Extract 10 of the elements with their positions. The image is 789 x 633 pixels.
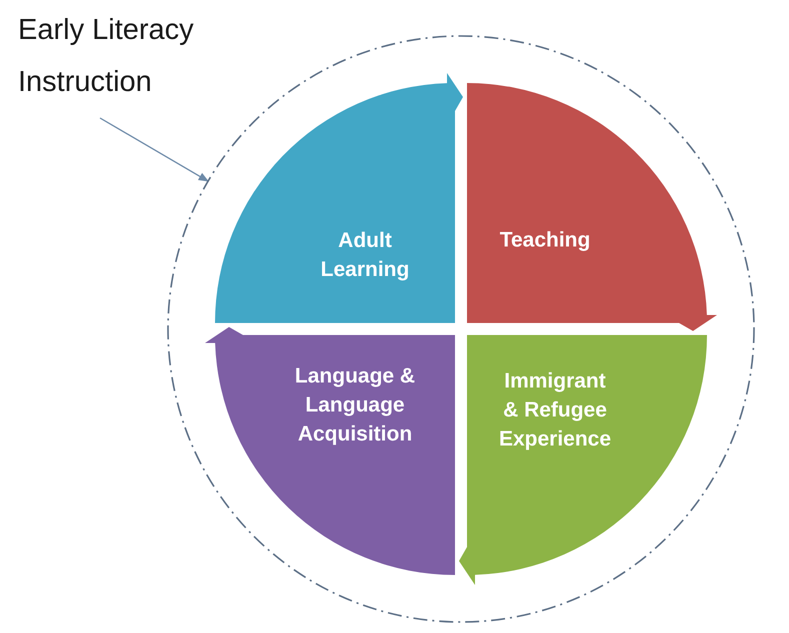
segment-label: Adult Learning — [320, 228, 410, 283]
quadrant-arrow-segment — [215, 73, 463, 323]
quadrant-arrow-segment — [205, 327, 455, 575]
leader-arrow — [100, 117, 209, 182]
segment-label: Language & Language Acquisition — [294, 364, 416, 448]
segment-label: Immigrant & Refugee Experience — [498, 368, 612, 452]
quadrant-arrow-segment — [459, 335, 707, 585]
segment-label: Teaching — [498, 228, 592, 254]
quadrant-arrow-segment — [467, 83, 717, 331]
title-label: Early Literacy Instruction — [18, 4, 248, 108]
